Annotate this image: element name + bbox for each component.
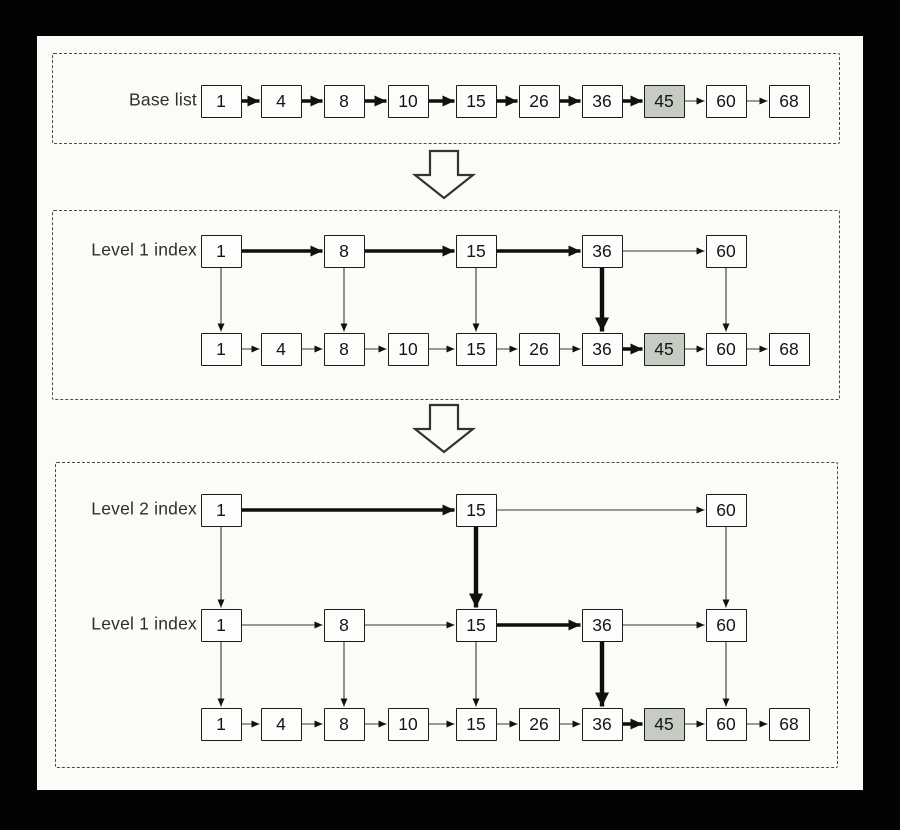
node-level2-index-panel-row1-8: 8 [323, 608, 365, 642]
node-level1-index-panel-row1-26: 26 [518, 332, 560, 366]
level2-index-panel [55, 462, 838, 768]
row-label-level-1-index: Level 1 index [91, 613, 197, 634]
node-level2-index-panel-row2-36: 36 [581, 707, 623, 741]
row-label-level-2-index: Level 2 index [91, 498, 197, 519]
node-base-list-panel-row0-36: 36 [581, 84, 623, 118]
node-level2-index-panel-row1-15: 15 [455, 608, 497, 642]
node-level2-index-panel-row2-10: 10 [387, 707, 429, 741]
panel-transition-arrow-1 [411, 149, 477, 200]
node-level1-index-panel-row0-8: 8 [323, 234, 365, 268]
node-base-list-panel-row0-1: 1 [200, 84, 242, 118]
node-level2-index-panel-row2-4: 4 [260, 707, 302, 741]
panel-transition-arrow-2 [411, 403, 477, 454]
node-base-list-panel-row0-15: 15 [455, 84, 497, 118]
node-base-list-panel-row0-60: 60 [705, 84, 747, 118]
node-base-list-panel-row0-68: 68 [768, 84, 810, 118]
node-level2-index-panel-row2-68: 68 [768, 707, 810, 741]
node-level2-index-panel-row1-60: 60 [705, 608, 747, 642]
node-base-list-panel-row0-45: 45 [643, 84, 685, 118]
node-level1-index-panel-row1-45: 45 [643, 332, 685, 366]
node-level1-index-panel-row1-1: 1 [200, 332, 242, 366]
node-base-list-panel-row0-10: 10 [387, 84, 429, 118]
node-level2-index-panel-row2-8: 8 [323, 707, 365, 741]
node-level2-index-panel-row2-1: 1 [200, 707, 242, 741]
node-base-list-panel-row0-8: 8 [323, 84, 365, 118]
row-label-base-list: Base list [129, 89, 197, 110]
node-level2-index-panel-row2-15: 15 [455, 707, 497, 741]
node-level1-index-panel-row1-4: 4 [260, 332, 302, 366]
level1-index-panel [52, 210, 840, 400]
node-level2-index-panel-row1-1: 1 [200, 608, 242, 642]
node-level1-index-panel-row0-36: 36 [581, 234, 623, 268]
node-level1-index-panel-row0-15: 15 [455, 234, 497, 268]
node-base-list-panel-row0-4: 4 [260, 84, 302, 118]
node-level2-index-panel-row1-36: 36 [581, 608, 623, 642]
node-level1-index-panel-row1-60: 60 [705, 332, 747, 366]
row-label-level-1-index: Level 1 index [91, 239, 197, 260]
node-level1-index-panel-row1-8: 8 [323, 332, 365, 366]
node-level2-index-panel-row0-1: 1 [200, 493, 242, 527]
node-level1-index-panel-row1-68: 68 [768, 332, 810, 366]
node-level1-index-panel-row1-36: 36 [581, 332, 623, 366]
node-base-list-panel-row0-26: 26 [518, 84, 560, 118]
node-level2-index-panel-row0-60: 60 [705, 493, 747, 527]
node-level1-index-panel-row0-1: 1 [200, 234, 242, 268]
node-level2-index-panel-row2-60: 60 [705, 707, 747, 741]
node-level1-index-panel-row1-15: 15 [455, 332, 497, 366]
node-level2-index-panel-row2-45: 45 [643, 707, 685, 741]
node-level2-index-panel-row0-15: 15 [455, 493, 497, 527]
node-level2-index-panel-row2-26: 26 [518, 707, 560, 741]
node-level1-index-panel-row0-60: 60 [705, 234, 747, 268]
node-level1-index-panel-row1-10: 10 [387, 332, 429, 366]
base-list-panel [52, 53, 840, 144]
